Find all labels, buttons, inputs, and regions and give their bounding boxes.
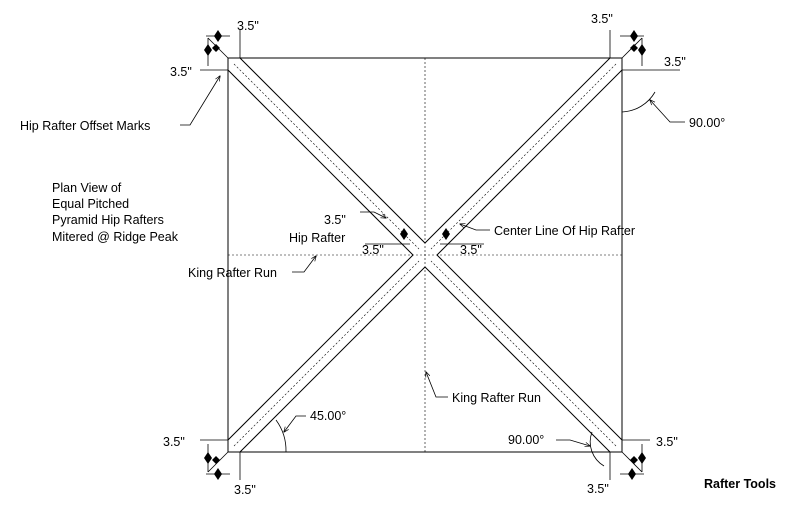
dim-label-center-left: 3.5"	[362, 243, 384, 257]
dim-label-tl-left: 3.5"	[170, 65, 192, 79]
center-line-label: Center Line Of Hip Rafter	[494, 224, 635, 238]
dim-label-bl-left: 3.5"	[163, 435, 185, 449]
dim-label-tl-top: 3.5"	[237, 19, 259, 33]
leader-angle-bottom-left	[284, 415, 306, 432]
plan-view-line-3: Pyramid Hip Rafters	[52, 213, 164, 227]
dim-label-tr-right: 3.5"	[664, 55, 686, 69]
leader-angle-bottom-right	[556, 439, 590, 446]
brand-label: Rafter Tools	[704, 477, 776, 491]
offset-marks-bottom-left	[200, 439, 241, 480]
hip-rafter-label: Hip Rafter	[289, 231, 345, 245]
dim-label-br-bottom: 3.5"	[587, 482, 609, 496]
leader-center-line	[460, 224, 490, 231]
dim-label-br-right: 3.5"	[656, 435, 678, 449]
king-rafter-run-bottom-label: King Rafter Run	[452, 391, 541, 405]
king-rafter-run-left-label: King Rafter Run	[188, 266, 277, 280]
plan-view-caption: Plan View of Equal Pitched Pyramid Hip R…	[52, 181, 179, 244]
leader-angle-top-right	[650, 100, 685, 123]
leader-king-run-left	[292, 256, 316, 273]
hip-rafter-top-right	[424, 57, 623, 256]
angle-arc-top-right	[621, 91, 656, 113]
dim-label-bl-bottom: 3.5"	[234, 483, 256, 497]
plan-view-line-1: Plan View of	[52, 181, 122, 195]
offset-marks-top-left	[200, 30, 241, 71]
angle-top-right-label: 90.00°	[689, 116, 725, 130]
plan-view-line-2: Equal Pitched	[52, 197, 129, 211]
leader-king-run-bottom	[426, 372, 448, 398]
hip-rafter-bottom-left	[227, 254, 426, 453]
dim-label-center-top: 3.5"	[324, 213, 346, 227]
dim-label-center-right: 3.5"	[460, 243, 482, 257]
angle-bottom-left-label: 45.00°	[310, 409, 346, 423]
offset-marks-bottom-right	[609, 439, 650, 480]
offset-marks-top-right	[609, 30, 680, 71]
dim-label-tr-top: 3.5"	[591, 12, 613, 26]
angle-arc-bottom-left	[275, 419, 287, 453]
hip-rafter-top-left	[227, 57, 426, 256]
leader-offset-marks	[180, 76, 220, 126]
hip-rafter-bottom-right	[424, 254, 623, 453]
angle-arc-bottom-right	[589, 431, 605, 467]
offset-marks-center	[365, 228, 484, 245]
angle-bottom-right-label: 90.00°	[508, 433, 544, 447]
plan-view-line-4: Mitered @ Ridge Peak	[52, 230, 179, 244]
leader-hip-rafter	[360, 211, 386, 218]
offset-marks-label: Hip Rafter Offset Marks	[20, 119, 150, 133]
